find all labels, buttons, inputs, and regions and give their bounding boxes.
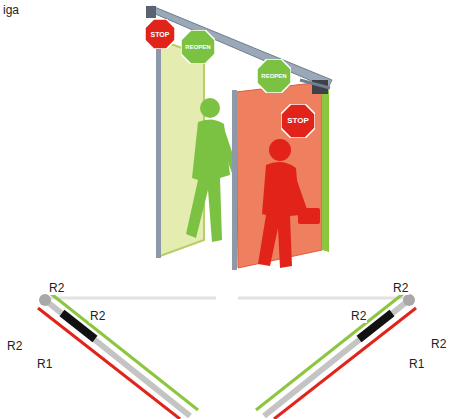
sign-octagon: STOP xyxy=(281,104,315,138)
zone-label: R2 xyxy=(89,310,106,323)
right-door-panel xyxy=(236,82,322,268)
zone-label: R2 xyxy=(6,340,23,353)
operator-beam xyxy=(146,6,332,88)
arm xyxy=(300,80,330,88)
zone-label: R2 xyxy=(392,282,409,295)
sign-text: STOP xyxy=(151,31,170,38)
sign-octagon: REOPEN xyxy=(257,59,291,93)
zone-label: R2 xyxy=(430,338,447,351)
zone-label: R1 xyxy=(408,358,425,371)
beam-bracket xyxy=(146,6,156,18)
right-door-edge xyxy=(322,78,329,252)
zone-label: R2 xyxy=(350,310,367,323)
sign-text: STOP xyxy=(287,117,309,125)
sign-text: REOPEN xyxy=(261,73,286,79)
right-door-frame xyxy=(232,90,237,270)
left-door-frame xyxy=(156,38,161,258)
red-person xyxy=(258,139,320,268)
door-plan-right xyxy=(256,293,416,419)
sign-octagon: STOP xyxy=(145,19,175,49)
wall-line xyxy=(238,297,404,300)
sign-text: REOPEN xyxy=(185,44,210,50)
sign-octagon: REOPEN xyxy=(181,30,215,64)
cropped-heading: iga xyxy=(2,4,20,17)
wall-line xyxy=(50,297,216,300)
green-person xyxy=(186,98,238,242)
zone-label: R1 xyxy=(36,358,53,371)
zone-label: R2 xyxy=(48,282,65,295)
door-plan-left xyxy=(38,293,198,419)
